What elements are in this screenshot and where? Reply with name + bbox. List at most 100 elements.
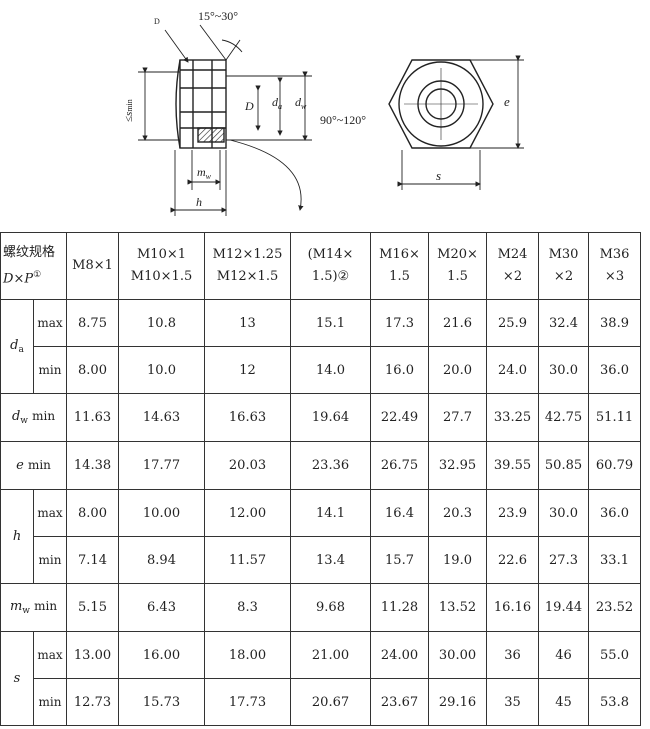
cell: 18.00: [204, 631, 292, 679]
cell: 16.4: [370, 489, 430, 537]
label-e: e: [504, 94, 510, 109]
cell: 23.9: [486, 489, 540, 537]
cell: 27.7: [428, 393, 488, 442]
cell: 16.0: [370, 346, 430, 394]
cell: 15.1: [290, 299, 372, 347]
row-label-s: s: [0, 631, 34, 726]
cell: 11.28: [370, 583, 430, 632]
cell: 23.36: [290, 441, 372, 490]
cell: 22.6: [486, 536, 540, 584]
cell: 8.00: [66, 346, 120, 394]
cell: 6.43: [118, 583, 206, 632]
cell: 14.0: [290, 346, 372, 394]
cell: 8.3: [204, 583, 292, 632]
spec-header-cell: 螺纹规格 D×P①: [0, 232, 68, 300]
cell: 10.0: [118, 346, 206, 394]
cell: 17.3: [370, 299, 430, 347]
cell: 17.77: [118, 441, 206, 490]
cell: 24.00: [370, 631, 430, 679]
limit-label-max: max: [32, 489, 68, 537]
cell: 16.63: [204, 393, 292, 442]
cell: 53.8: [588, 678, 642, 726]
cell: 13.00: [66, 631, 120, 679]
cell: 20.03: [204, 441, 292, 490]
cell: 30.0: [538, 346, 590, 394]
label-s: s: [436, 168, 441, 183]
row-label-e: e min: [0, 441, 68, 490]
cell: 10.8: [118, 299, 206, 347]
cell: 46: [538, 631, 590, 679]
table-row-mw-min: mw min 5.15 6.43 8.3 9.68 11.28 13.52 16…: [0, 583, 642, 632]
cell: 14.1: [290, 489, 372, 537]
label-da: da: [272, 95, 282, 111]
label-D: D: [244, 99, 254, 113]
table-row-da-max: da max 8.75 10.8 13 15.1 17.3 21.6 25.9 …: [0, 299, 642, 394]
cell: 36: [486, 631, 540, 679]
cell: 23.67: [370, 678, 430, 726]
label-h: h: [196, 195, 202, 209]
cell: 20.0: [428, 346, 488, 394]
cell: 13: [204, 299, 292, 347]
cell: 15.73: [118, 678, 206, 726]
cell: 38.9: [588, 299, 642, 347]
col-header-7: M30×2: [538, 232, 590, 300]
cell: 60.79: [588, 441, 642, 490]
cell: 51.11: [588, 393, 642, 442]
cell: 8.00: [66, 489, 120, 537]
cell: 36.0: [588, 346, 642, 394]
cell: 30.00: [428, 631, 488, 679]
cell: 11.57: [204, 536, 292, 584]
cell: 19.44: [538, 583, 590, 632]
cell: 20.3: [428, 489, 488, 537]
table-row-s-min: min 12.73 15.73 17.73 20.67 23.67 29.16 …: [1, 678, 642, 726]
cell: 55.0: [588, 631, 642, 679]
cell: 29.16: [428, 678, 488, 726]
cell: 20.67: [290, 678, 372, 726]
cell: 13.52: [428, 583, 488, 632]
spec-header-line2: D×P①: [3, 269, 42, 287]
cell: 33.25: [486, 393, 540, 442]
cell: 33.1: [588, 536, 642, 584]
row-label-dw: dw min: [0, 393, 68, 442]
cell: 8.94: [118, 536, 206, 584]
limit-label-min: min: [32, 678, 68, 726]
row-label-da: da: [0, 299, 34, 394]
label-mw: mw: [197, 165, 212, 181]
label-d-small: D: [154, 17, 160, 26]
limit-label-min: min: [32, 346, 68, 394]
cell: 50.85: [538, 441, 590, 490]
cell: 11.63: [66, 393, 120, 442]
label-s-min: ≤smin: [123, 99, 135, 122]
angle-top-label: 15°~30°: [198, 9, 238, 23]
cell: 21.6: [428, 299, 488, 347]
cell: 14.63: [118, 393, 206, 442]
limit-label-max: max: [32, 299, 68, 347]
cell: 10.00: [118, 489, 206, 537]
col-header-4: M16×1.5: [370, 232, 430, 300]
cell: 16.16: [486, 583, 540, 632]
nut-side-view: [175, 59, 227, 149]
cell: 14.38: [66, 441, 120, 490]
cell: 22.49: [370, 393, 430, 442]
cell: 12.00: [204, 489, 292, 537]
cell: 26.75: [370, 441, 430, 490]
cell: 21.00: [290, 631, 372, 679]
nut-top-view: [388, 59, 494, 149]
cell: 32.4: [538, 299, 590, 347]
row-label-mw: mw min: [0, 583, 68, 632]
cell: 39.55: [486, 441, 540, 490]
table-row-da-min: min 8.00 10.0 12 14.0 16.0 20.0 24.0 30.…: [1, 346, 642, 394]
limit-label-max: max: [32, 631, 68, 679]
label-dw: dw: [295, 95, 307, 111]
cell: 19.64: [290, 393, 372, 442]
cell: 25.9: [486, 299, 540, 347]
cell: 5.15: [66, 583, 120, 632]
cell: 45: [538, 678, 590, 726]
cell: 16.00: [118, 631, 206, 679]
col-header-0: M8×1: [66, 232, 120, 300]
nut-technical-drawing: 15°~30° 90°~120° D ≤smin D da dw mw h e …: [123, 9, 524, 216]
cell: 30.0: [538, 489, 590, 537]
angle-side-label: 90°~120°: [320, 113, 366, 127]
